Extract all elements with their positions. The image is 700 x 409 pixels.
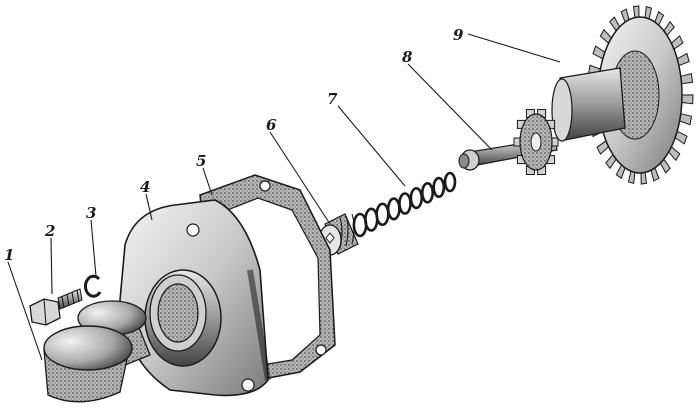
label-6: 6 xyxy=(266,116,277,134)
spring-coil xyxy=(409,187,423,210)
part-labels: 1 2 3 4 5 6 7 8 9 xyxy=(4,26,561,361)
leader-5 xyxy=(202,167,213,196)
bolt-thread xyxy=(57,288,83,310)
leader-2 xyxy=(50,237,53,295)
bolt-thread-lines xyxy=(61,289,80,309)
plug-part xyxy=(43,300,151,403)
label-7: 7 xyxy=(327,90,338,108)
leader-7 xyxy=(337,105,406,187)
valve-plunger-part xyxy=(318,213,359,256)
gear-tooth xyxy=(640,171,648,185)
bolt-head-edge xyxy=(43,298,47,326)
gasket-hole-top xyxy=(259,180,271,192)
spring-washer-part xyxy=(83,274,102,298)
sleeve-end xyxy=(551,78,573,142)
plunger-grooves xyxy=(339,213,355,249)
leader-4 xyxy=(145,193,153,221)
label-2: 2 xyxy=(44,222,55,240)
leader-3 xyxy=(90,219,97,277)
cover-hole-bottom xyxy=(241,378,255,392)
spring-coil xyxy=(432,176,446,198)
gear-tooth xyxy=(680,72,694,85)
label-4: 4 xyxy=(140,178,150,196)
label-3: 3 xyxy=(86,204,96,222)
leader-9 xyxy=(467,33,561,63)
leader-6 xyxy=(269,131,331,225)
spring-coil xyxy=(375,202,390,227)
pinion-bore xyxy=(530,132,542,152)
valve-spring-part xyxy=(352,171,457,238)
gear-tooth xyxy=(632,5,640,19)
spring-coil xyxy=(443,171,457,193)
gear-tooth xyxy=(681,94,694,105)
cover-hole-top xyxy=(186,223,200,237)
label-5: 5 xyxy=(196,152,206,170)
spring-coil xyxy=(364,207,379,232)
drive-gear-part xyxy=(551,5,694,185)
pump-cover-part xyxy=(119,199,271,397)
shaft-part xyxy=(458,109,559,175)
plunger-square-socket xyxy=(325,232,335,244)
spring-coil xyxy=(398,192,412,215)
label-9: 9 xyxy=(453,26,464,44)
cover-edge-shadow xyxy=(247,269,271,381)
washer-ring xyxy=(83,274,102,298)
cover-bore xyxy=(157,283,199,343)
plug-top xyxy=(43,325,133,371)
bolt-part xyxy=(29,288,83,326)
gasket-hole-right xyxy=(315,344,327,356)
spring-coil xyxy=(420,182,434,204)
leader-1 xyxy=(7,261,43,361)
label-8: 8 xyxy=(402,48,413,66)
label-1: 1 xyxy=(4,246,14,264)
leader-8 xyxy=(407,63,493,151)
spring-coil xyxy=(386,197,401,221)
shaft-tip xyxy=(458,153,470,169)
